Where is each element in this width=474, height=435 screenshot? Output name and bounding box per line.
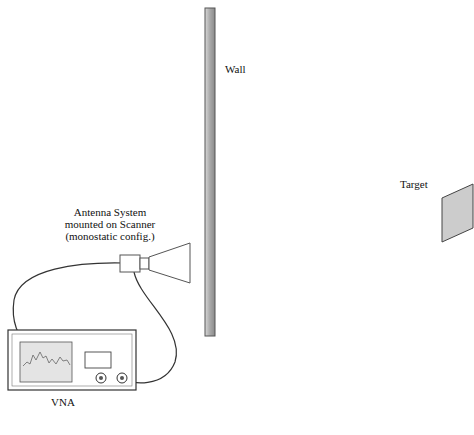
target-label: Target [400, 178, 428, 190]
vna-label: VNA [51, 396, 75, 408]
vna-bezel [12, 334, 132, 386]
vna-port-pin [99, 376, 103, 380]
vna-screen [20, 342, 72, 382]
antenna-label: Antenna System mounted on Scanner (monos… [58, 206, 162, 242]
vna-port [96, 373, 106, 383]
waveguide-flange [140, 258, 149, 269]
horn-antenna [149, 243, 190, 283]
vna-port-pin [120, 376, 124, 380]
waveguide-adapter [120, 255, 140, 272]
target-plate [442, 184, 473, 242]
vna-trace [23, 352, 70, 366]
wall [205, 8, 215, 336]
vna-port [117, 373, 127, 383]
wall-label: Wall [225, 63, 246, 75]
vna-box [8, 330, 136, 390]
vna-display-panel [85, 352, 111, 368]
